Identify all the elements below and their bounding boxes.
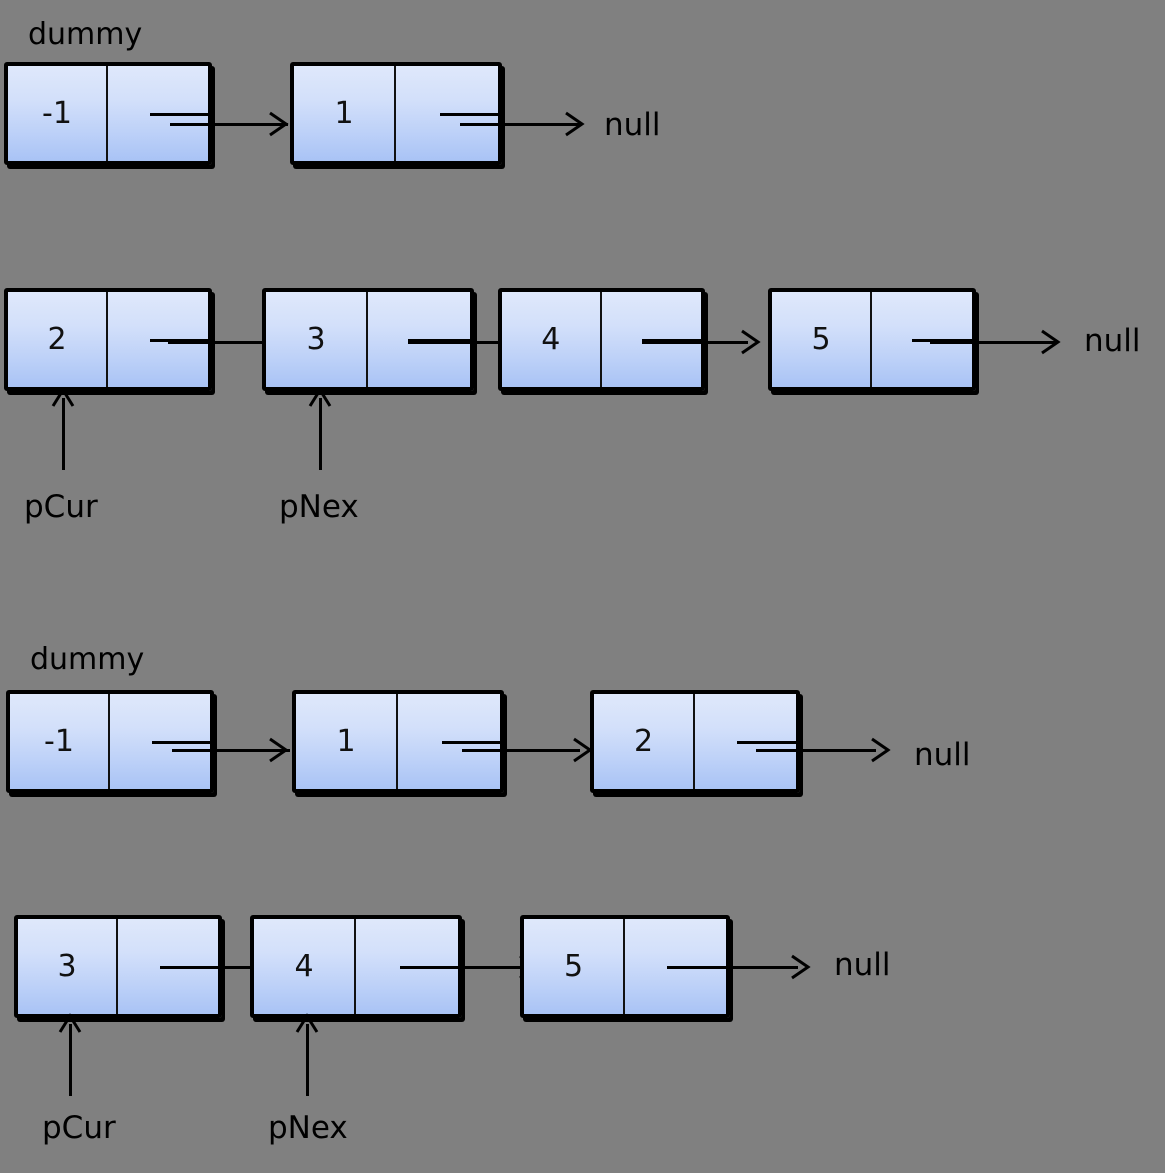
node-row3-1-value: 1 bbox=[336, 723, 356, 759]
node-row4-1-value: 4 bbox=[294, 948, 314, 984]
node-row4-0-data-cell: 3 bbox=[18, 919, 118, 1014]
arrowhead-row2-2 bbox=[741, 329, 761, 355]
node-row3-2-data-cell: 2 bbox=[594, 694, 695, 789]
pointer-label-pnex-row4: pNex bbox=[268, 1110, 348, 1146]
node-row2-3-data-cell: 5 bbox=[772, 292, 872, 387]
node-row2-3-next-cell bbox=[872, 292, 974, 387]
link-row3-1-to-2 bbox=[462, 749, 580, 752]
next-pointer-stub bbox=[408, 338, 470, 342]
node-row1-0-data-cell: -1 bbox=[8, 66, 108, 161]
pointer-line-pcur-row2 bbox=[62, 398, 65, 470]
node-row3-0-value: -1 bbox=[44, 723, 74, 759]
pointer-label-pnex-row2: pNex bbox=[279, 489, 359, 525]
arrowhead-row1-1 bbox=[565, 111, 585, 137]
node-row3-1-data-cell: 1 bbox=[296, 694, 398, 789]
arrowhead-row2-3 bbox=[1041, 329, 1061, 355]
arrowhead-row4-2 bbox=[791, 954, 811, 980]
node-row2-1-next-cell bbox=[368, 292, 470, 387]
null-label-row3: null bbox=[914, 737, 971, 773]
node-row2-2-value: 4 bbox=[541, 321, 561, 357]
node-row2-0-next-cell bbox=[108, 292, 212, 387]
node-row3-0-data-cell: -1 bbox=[10, 694, 110, 789]
pointer-line-pnex-row4 bbox=[306, 1024, 309, 1096]
node-row1-1-value: 1 bbox=[334, 95, 354, 131]
next-pointer-stub bbox=[440, 112, 502, 116]
node-row2-1-data-cell: 3 bbox=[266, 292, 368, 387]
link-row2-1-to-2 bbox=[408, 341, 514, 344]
node-row1-1: 1 bbox=[290, 62, 502, 165]
node-row1-0-next-cell bbox=[108, 66, 212, 161]
null-label-row4: null bbox=[834, 947, 891, 983]
next-pointer-stub bbox=[150, 112, 212, 116]
dummy-label-row1: dummy bbox=[28, 17, 143, 52]
node-row2-0-data-cell: 2 bbox=[8, 292, 108, 387]
node-row1-0-value: -1 bbox=[42, 95, 72, 131]
node-row3-1: 1 bbox=[292, 690, 504, 793]
dummy-label-row3: dummy bbox=[30, 642, 145, 677]
arrowhead-pnex-row2 bbox=[308, 387, 332, 407]
node-row2-0: 2 bbox=[4, 288, 212, 391]
link-row3-2-to-null bbox=[756, 749, 876, 752]
pointer-line-pnex-row2 bbox=[319, 398, 322, 470]
node-row3-2-value: 2 bbox=[633, 723, 654, 759]
null-label-row2: null bbox=[1084, 323, 1141, 359]
pointer-label-pcur-row2: pCur bbox=[24, 489, 98, 525]
node-row2-2: 4 bbox=[498, 288, 705, 391]
arrowhead-pnex-row4 bbox=[295, 1013, 319, 1033]
next-pointer-stub bbox=[442, 740, 504, 744]
node-row2-2-next-cell bbox=[602, 292, 704, 387]
node-row2-3: 5 bbox=[768, 288, 976, 391]
next-pointer-stub bbox=[150, 338, 212, 342]
node-row1-1-next-cell bbox=[396, 66, 502, 161]
null-label-row1: null bbox=[604, 107, 661, 143]
next-pointer-stub bbox=[152, 740, 214, 744]
link-row2-2-to-3 bbox=[642, 341, 748, 344]
node-row1-1-data-cell: 1 bbox=[294, 66, 396, 161]
arrowhead-pcur-row2 bbox=[51, 387, 75, 407]
node-row3-1-next-cell bbox=[398, 694, 504, 789]
arrowhead-row3-0 bbox=[269, 737, 289, 763]
node-row1-0: -1 bbox=[4, 62, 212, 165]
node-row3-0: -1 bbox=[6, 690, 214, 793]
node-row2-3-value: 5 bbox=[811, 321, 831, 357]
link-row4-1-to-2 bbox=[414, 966, 522, 969]
node-row3-2: 2 bbox=[590, 690, 800, 793]
next-pointer-stub bbox=[737, 740, 799, 744]
link-row3-0-to-1 bbox=[172, 749, 290, 752]
node-row2-0-value: 2 bbox=[47, 321, 67, 357]
node-row2-1-value: 3 bbox=[306, 321, 326, 357]
next-pointer-stub bbox=[912, 338, 974, 342]
node-row3-0-next-cell bbox=[110, 694, 214, 789]
node-row3-2-next-cell bbox=[695, 694, 799, 789]
link-row1-0-to-1 bbox=[170, 123, 288, 126]
node-row2-2-data-cell: 4 bbox=[502, 292, 602, 387]
link-row4-0-to-1 bbox=[178, 966, 268, 969]
node-row2-1: 3 bbox=[262, 288, 474, 391]
link-row4-2-to-null bbox=[684, 966, 798, 969]
node-row4-2-data-cell: 5 bbox=[524, 919, 625, 1014]
next-pointer-stub bbox=[641, 338, 704, 342]
arrowhead-row3-2 bbox=[871, 737, 891, 763]
arrowhead-row1-0 bbox=[269, 111, 289, 137]
link-row2-3-to-null bbox=[930, 341, 1056, 344]
link-row2-0-to-1 bbox=[168, 341, 278, 344]
link-row1-1-to-null bbox=[460, 123, 582, 126]
pointer-line-pcur-row4 bbox=[69, 1024, 72, 1096]
arrowhead-pcur-row4 bbox=[58, 1013, 82, 1033]
node-row4-1-data-cell: 4 bbox=[254, 919, 356, 1014]
node-row4-0-value: 3 bbox=[57, 948, 77, 984]
pointer-label-pcur-row4: pCur bbox=[42, 1110, 116, 1146]
node-row4-2-value: 5 bbox=[563, 948, 584, 984]
